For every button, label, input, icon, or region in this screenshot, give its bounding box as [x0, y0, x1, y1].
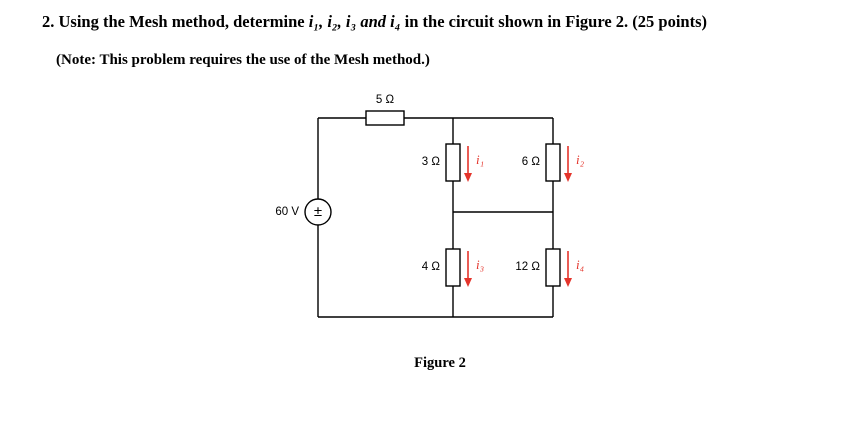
resistor-4ohm-label: 4 Ω — [421, 261, 440, 273]
problem-note: (Note: This problem requires the use of … — [56, 52, 430, 68]
current-arrow-i1 — [464, 146, 472, 182]
current-label-i3: i₃ — [476, 257, 485, 272]
plus-minus-icon: ± — [313, 203, 323, 220]
current-arrow-i3 — [464, 251, 472, 287]
resistor-5ohm-label: 5 Ω — [375, 94, 395, 106]
current-arrow-i4 — [564, 251, 572, 287]
voltage-source-circle — [304, 198, 332, 226]
resistor-12ohm-body — [545, 248, 561, 287]
resistor-6ohm-body — [545, 143, 561, 182]
current-arrow-i2 — [564, 146, 572, 182]
figure-caption: Figure 2 — [414, 355, 466, 371]
problem-title-variables: i₁, i₂, i₃ and i₄ — [308, 12, 401, 31]
problem-title-prefix: 2. Using the Mesh method, determine — [42, 12, 309, 31]
voltage-source-label: 60 V — [275, 206, 299, 218]
current-label-i2: i₂ — [576, 152, 585, 167]
resistor-12ohm-label: 12 Ω — [515, 261, 540, 273]
current-label-i1: i₁ — [476, 152, 485, 167]
resistor-5ohm-body — [365, 110, 405, 126]
current-label-i4: i₄ — [576, 257, 585, 272]
problem-title: 2. Using the Mesh method, determine i₁, … — [42, 12, 707, 32]
problem-title-suffix: in the circuit shown in Figure 2. (25 po… — [400, 12, 708, 31]
resistor-4ohm-body — [445, 248, 461, 287]
resistor-6ohm-label: 6 Ω — [521, 156, 540, 168]
resistor-3ohm-body — [445, 143, 461, 182]
resistor-3ohm-label: 3 Ω — [421, 156, 440, 168]
